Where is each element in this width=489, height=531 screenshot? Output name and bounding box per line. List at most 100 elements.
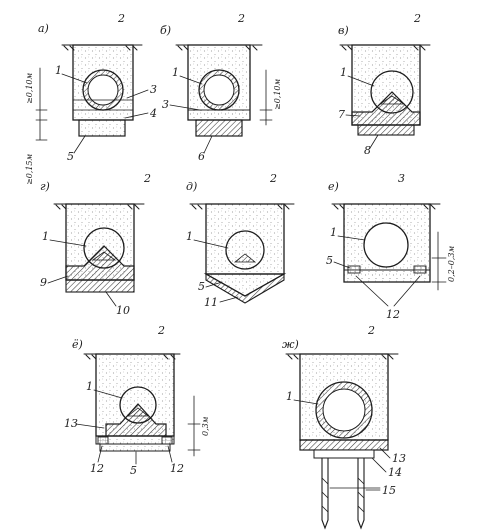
label-1: 1 <box>340 66 347 79</box>
panel-letter: е) <box>328 180 339 193</box>
sand-bed <box>343 269 431 283</box>
label-2: 2 <box>157 324 165 337</box>
label-15: 15 <box>382 484 396 497</box>
pipe-bore <box>322 388 366 432</box>
leader-line <box>205 281 223 288</box>
dimension-label: 0,2–0,3м <box>447 246 456 282</box>
concrete-slab <box>299 439 389 451</box>
label-4: 4 <box>149 107 157 120</box>
panel-h: ж) 2 1 13 14 15 <box>282 324 406 530</box>
concrete-saddle <box>105 403 167 437</box>
ground-hatch <box>63 45 138 51</box>
pipe-invert <box>378 95 406 105</box>
label-13: 13 <box>64 417 78 430</box>
panel-b: б) 2 1 3 6 ≥0,10м <box>160 12 282 163</box>
ground-hatch <box>55 204 140 210</box>
pile-cap <box>313 449 375 459</box>
foundation-layer <box>99 443 171 452</box>
pipe-bore <box>203 74 235 106</box>
panel-c: в) 2 1 7 8 <box>338 12 431 157</box>
label-5: 5 <box>198 280 205 293</box>
leader-line <box>167 445 173 463</box>
dimension-label: ≥0,15м <box>25 153 34 185</box>
label-9: 9 <box>40 276 47 289</box>
label-10: 10 <box>116 304 130 317</box>
label-5: 5 <box>130 464 137 477</box>
leader-line <box>75 423 105 429</box>
leader-line <box>169 104 201 111</box>
foundation-layer <box>195 119 243 137</box>
sand-bed <box>187 109 251 121</box>
leader-line <box>124 112 149 119</box>
panel-letter: д) <box>186 180 197 193</box>
leader-line <box>126 89 149 99</box>
pipe-invert <box>126 407 150 417</box>
concrete-saddle <box>351 91 421 126</box>
panel-g: ё) 2 1 13 12 5 12 0,3м <box>64 324 210 477</box>
dimension-label: ≥0,10м <box>273 78 282 110</box>
label-1: 1 <box>186 230 193 243</box>
label-2: 2 <box>237 12 245 25</box>
foundation-layer <box>65 279 135 293</box>
ground-hatch <box>341 45 426 51</box>
label-5: 5 <box>326 254 333 267</box>
pipe <box>83 227 125 269</box>
support-block <box>161 436 173 445</box>
dimension-line <box>187 395 201 457</box>
support-block <box>347 265 361 274</box>
support-block <box>97 436 109 445</box>
label-2: 2 <box>143 172 151 185</box>
label-11: 11 <box>204 296 218 309</box>
label-14: 14 <box>388 466 402 479</box>
label-2: 2 <box>117 12 125 25</box>
ground-hatch <box>85 354 176 360</box>
leader-line <box>219 296 239 303</box>
pipe-invert <box>233 253 257 263</box>
ground-hatch <box>177 45 258 51</box>
leader-line <box>337 235 366 241</box>
pipe <box>363 222 409 268</box>
leader-line <box>347 75 375 87</box>
label-2: 2 <box>269 172 277 185</box>
leader-line <box>105 291 117 307</box>
pipe <box>370 70 414 114</box>
pile-right <box>357 457 365 530</box>
label-3: 3 <box>398 172 405 185</box>
leader-line <box>355 275 421 307</box>
label-3: 3 <box>162 98 169 111</box>
pipe <box>225 230 265 270</box>
leader-line <box>61 73 88 84</box>
leader-line <box>193 239 229 249</box>
panel-letter: б) <box>160 24 171 37</box>
support-block <box>413 265 427 274</box>
label-3: 3 <box>150 83 157 96</box>
label-12: 12 <box>386 308 400 321</box>
label-7: 7 <box>338 108 345 121</box>
panel-letter: ё) <box>72 338 83 351</box>
label-12: 12 <box>170 462 184 475</box>
v-foundation <box>205 273 285 304</box>
leader-line <box>333 261 351 269</box>
backfill-trench <box>205 203 285 275</box>
panel-letter: ж) <box>282 338 299 351</box>
label-1: 1 <box>42 230 49 243</box>
panel-d: г) 2 1 9 10 <box>40 172 151 317</box>
leader-line <box>47 275 69 284</box>
leader-line <box>345 114 361 117</box>
leader-line <box>73 135 86 154</box>
panel-letter: г) <box>40 180 50 193</box>
panel-letter: в) <box>338 24 349 37</box>
pipe-bore <box>87 74 119 106</box>
label-12: 12 <box>90 462 104 475</box>
leader-line <box>369 134 379 149</box>
leader-line <box>293 399 319 405</box>
label-6: 6 <box>198 150 205 163</box>
leader-line <box>371 457 387 473</box>
leader-line <box>93 389 123 399</box>
panel-e: д) 2 1 5 11 <box>186 172 295 309</box>
label-1: 1 <box>172 66 179 79</box>
leader-line <box>329 487 381 491</box>
label-1: 1 <box>286 390 293 403</box>
label-1: 1 <box>55 64 62 77</box>
